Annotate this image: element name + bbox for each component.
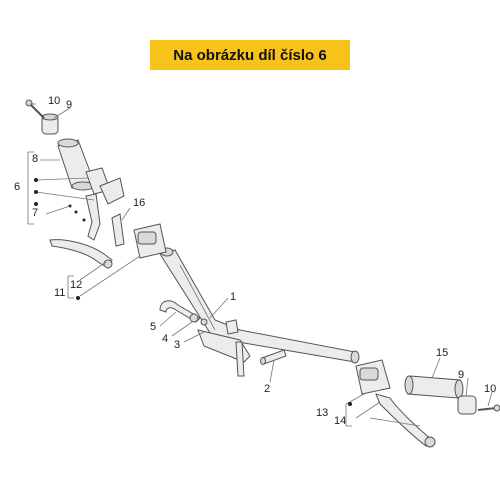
label-12: 12 — [70, 279, 82, 291]
handlebar — [159, 247, 360, 364]
bullet-markers — [34, 178, 352, 406]
left-grip — [57, 138, 95, 191]
right-screw — [477, 404, 500, 412]
right-master-cylinder — [355, 359, 391, 395]
right-grip — [404, 375, 464, 399]
right-bar-end-weight — [457, 395, 477, 415]
label-3: 3 — [174, 339, 180, 351]
leader-lines — [27, 103, 493, 427]
left-lever-mount — [85, 193, 101, 241]
left-bar-end-weight — [41, 113, 59, 135]
label-7: 7 — [32, 207, 38, 219]
right-brake-lever — [375, 393, 436, 448]
label-15: 15 — [436, 347, 448, 359]
label-2: 2 — [264, 383, 270, 395]
label-10-right: 10 — [484, 383, 496, 395]
title-banner: Na obrázku díl číslo 6 — [150, 40, 350, 70]
label-16: 16 — [133, 197, 145, 209]
throttle-tube — [68, 167, 125, 222]
cable-bracket — [159, 300, 251, 377]
banner-text: Na obrázku díl číslo 6 — [173, 46, 327, 64]
label-9-left: 9 — [66, 99, 72, 111]
label-14: 14 — [334, 415, 346, 427]
left-master-cylinder — [111, 213, 167, 259]
label-9-right: 9 — [458, 369, 464, 381]
left-brake-lever — [49, 239, 113, 269]
label-13: 13 — [316, 407, 328, 419]
label-4: 4 — [162, 333, 168, 345]
left-screw — [25, 99, 45, 119]
label-11: 11 — [54, 287, 65, 299]
label-10-left: 10 — [48, 95, 60, 107]
label-6: 6 — [14, 181, 20, 193]
label-8: 8 — [32, 153, 38, 165]
label-1: 1 — [230, 291, 236, 303]
pin — [260, 349, 287, 365]
label-5: 5 — [150, 321, 156, 333]
